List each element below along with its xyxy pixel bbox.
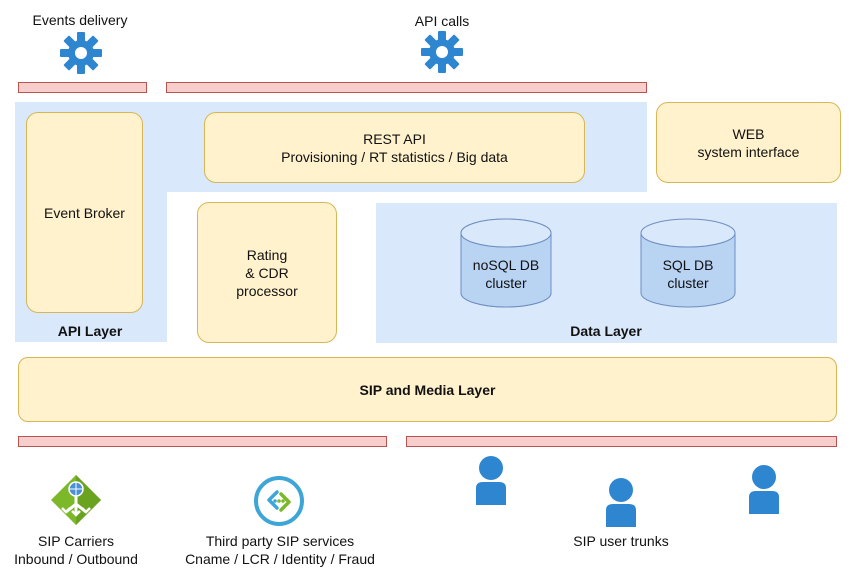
user-icon bbox=[748, 464, 780, 514]
sip-carriers-icon bbox=[50, 474, 102, 526]
carriers-interface-bar bbox=[18, 436, 387, 447]
sip-media-layer-box: SIP and Media Layer bbox=[18, 357, 837, 422]
event-broker-box: Event Broker bbox=[26, 112, 143, 313]
nosql-label-1: noSQL DB bbox=[472, 257, 540, 273]
events-interface-bar bbox=[18, 82, 147, 93]
sip-media-layer-title: SIP and Media Layer bbox=[359, 381, 496, 398]
user-trunks-interface-bar bbox=[406, 436, 837, 447]
api-interface-bar bbox=[166, 82, 647, 93]
data-layer-region bbox=[376, 203, 837, 343]
event-broker-label: Event Broker bbox=[44, 204, 125, 221]
user-icon bbox=[475, 455, 507, 505]
sql-db-cylinder: SQL DB cluster bbox=[640, 218, 736, 308]
nosql-label-2: cluster bbox=[485, 275, 527, 291]
sip-carriers-label: SIP Carriers bbox=[38, 533, 114, 549]
api-calls-label: API calls bbox=[414, 13, 470, 29]
rest-api-subtitle: Provisioning / RT statistics / Big data bbox=[281, 148, 508, 165]
gear-icon bbox=[421, 31, 463, 73]
gear-icon bbox=[60, 32, 102, 74]
third-party-sublabel: Cname / LCR / Identity / Fraud bbox=[185, 551, 375, 567]
sql-label-2: cluster bbox=[667, 275, 709, 291]
web-label: WEB bbox=[732, 125, 765, 142]
third-party-label: Third party SIP services bbox=[205, 533, 355, 549]
nosql-db-cylinder: noSQL DB cluster bbox=[460, 218, 552, 308]
user-icon bbox=[605, 477, 637, 527]
sip-carriers-sublabel: Inbound / Outbound bbox=[14, 551, 138, 567]
rest-api-title: REST API bbox=[363, 130, 426, 147]
third-party-services-icon bbox=[253, 475, 305, 527]
sql-label-1: SQL DB bbox=[662, 257, 714, 273]
events-delivery-label: Events delivery bbox=[32, 12, 128, 28]
sip-user-trunks-label: SIP user trunks bbox=[573, 533, 669, 549]
api-layer-title: API Layer bbox=[57, 323, 123, 339]
rating-label-2: & CDR bbox=[245, 264, 289, 281]
web-sublabel: system interface bbox=[697, 143, 800, 160]
rating-label-1: Rating bbox=[246, 246, 288, 263]
rating-cdr-box: Rating & CDR processor bbox=[197, 202, 337, 343]
rest-api-box: REST API Provisioning / RT statistics / … bbox=[204, 112, 585, 183]
rating-label-3: processor bbox=[236, 282, 298, 299]
data-layer-title: Data Layer bbox=[570, 323, 642, 339]
web-interface-box: WEB system interface bbox=[656, 102, 841, 183]
